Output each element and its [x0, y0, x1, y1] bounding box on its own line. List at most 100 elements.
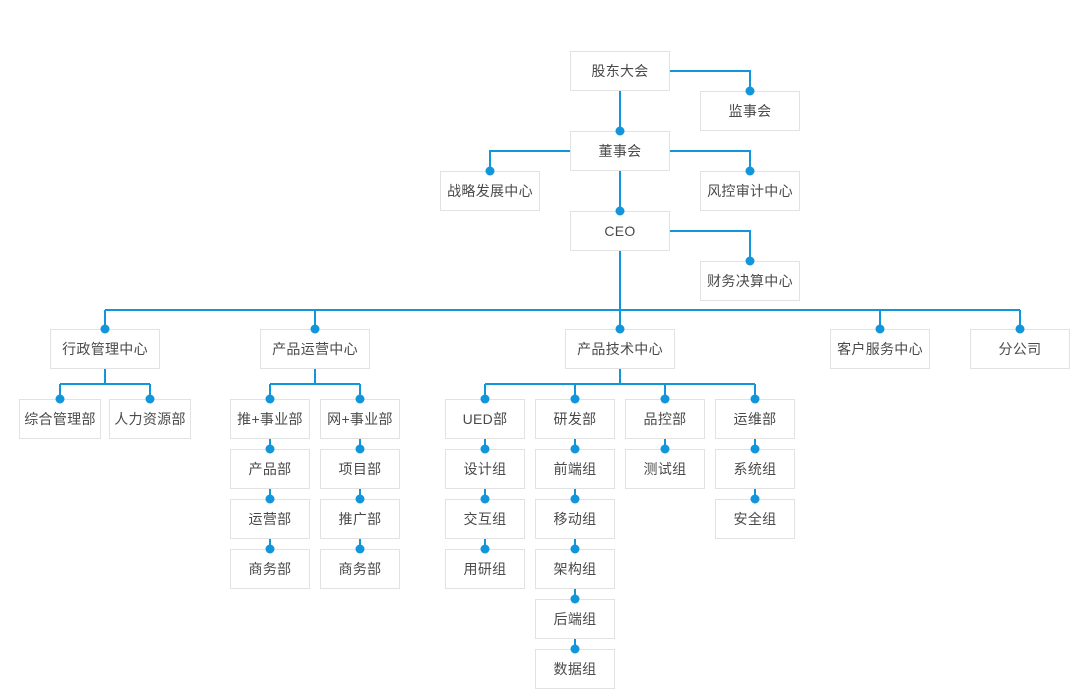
connector-dot-branch — [1015, 324, 1025, 334]
connector-dot-qa — [660, 394, 670, 404]
connector-dot-business-right — [355, 544, 365, 554]
node-label: 风控审计中心 — [707, 183, 793, 199]
node-tui-plus-division[interactable]: 推+事业部 — [230, 399, 310, 439]
node-business-dept-left[interactable]: 商务部 — [230, 549, 310, 589]
node-qa-dept[interactable]: 品控部 — [625, 399, 705, 439]
node-label: 分公司 — [998, 341, 1042, 357]
node-label: 推广部 — [338, 511, 382, 527]
connector-dot-system — [750, 444, 760, 454]
connector-dot-design — [480, 444, 490, 454]
connector-dot-data — [570, 644, 580, 654]
edge-board-to-strategy — [489, 150, 570, 171]
edge-board-to-risk-audit — [670, 150, 751, 171]
node-board-of-directors[interactable]: 董事会 — [570, 131, 670, 171]
node-test-group[interactable]: 测试组 — [625, 449, 705, 489]
connector-dot-promotion-dept — [355, 494, 365, 504]
node-mobile-group[interactable]: 移动组 — [535, 499, 615, 539]
node-label: 行政管理中心 — [62, 341, 148, 357]
node-customer-service-center[interactable]: 客户服务中心 — [830, 329, 930, 369]
node-ceo[interactable]: CEO — [570, 211, 670, 251]
node-label: 产品部 — [248, 461, 292, 477]
connector-dot-frontend — [570, 444, 580, 454]
node-interaction-group[interactable]: 交互组 — [445, 499, 525, 539]
node-shareholders-meeting[interactable]: 股东大会 — [570, 51, 670, 91]
connector-dot-ued — [480, 394, 490, 404]
node-label: 综合管理部 — [24, 411, 96, 427]
node-general-management-dept[interactable]: 综合管理部 — [19, 399, 101, 439]
node-wang-plus-division[interactable]: 网+事业部 — [320, 399, 400, 439]
connector-dot-project-dept — [355, 444, 365, 454]
node-label: 客户服务中心 — [837, 341, 923, 357]
node-project-dept[interactable]: 项目部 — [320, 449, 400, 489]
node-system-group[interactable]: 系统组 — [715, 449, 795, 489]
connector-dot-ops — [750, 394, 760, 404]
node-admin-management-center[interactable]: 行政管理中心 — [50, 329, 160, 369]
node-label: 商务部 — [338, 561, 382, 577]
connector-dot-product-ops — [310, 324, 320, 334]
connector-dot-admin — [100, 324, 110, 334]
node-label: 运维部 — [733, 411, 777, 427]
node-operations-dept[interactable]: 运营部 — [230, 499, 310, 539]
node-risk-audit-center[interactable]: 风控审计中心 — [700, 171, 800, 211]
node-product-technology-center[interactable]: 产品技术中心 — [565, 329, 675, 369]
connector-dot-rd — [570, 394, 580, 404]
node-security-group[interactable]: 安全组 — [715, 499, 795, 539]
node-product-operations-center[interactable]: 产品运营中心 — [260, 329, 370, 369]
node-user-research-group[interactable]: 用研组 — [445, 549, 525, 589]
node-label: 商务部 — [248, 561, 292, 577]
node-backend-group[interactable]: 后端组 — [535, 599, 615, 639]
node-supervisory-board[interactable]: 监事会 — [700, 91, 800, 131]
node-label: 董事会 — [598, 143, 642, 159]
node-promotion-dept[interactable]: 推广部 — [320, 499, 400, 539]
connector-dot-ceo — [615, 206, 625, 216]
connector-dot-finance — [745, 256, 755, 266]
node-label: 财务决算中心 — [707, 273, 793, 289]
node-label: 产品技术中心 — [577, 341, 663, 357]
node-label: 运营部 — [248, 511, 292, 527]
node-label: 交互组 — [463, 511, 507, 527]
connector-dot-tui — [265, 394, 275, 404]
node-label: 测试组 — [643, 461, 687, 477]
connector-dot-supervisory — [745, 86, 755, 96]
node-ops-dept[interactable]: 运维部 — [715, 399, 795, 439]
connector-dot-hr — [145, 394, 155, 404]
node-branch-company[interactable]: 分公司 — [970, 329, 1070, 369]
node-rd-dept[interactable]: 研发部 — [535, 399, 615, 439]
node-business-dept-right[interactable]: 商务部 — [320, 549, 400, 589]
connector-dot-business-left — [265, 544, 275, 554]
connector-dot-board — [615, 126, 625, 136]
node-label: 品控部 — [643, 411, 687, 427]
node-human-resources-dept[interactable]: 人力资源部 — [109, 399, 191, 439]
connector-dot-wang — [355, 394, 365, 404]
connector-dot-operations-dept — [265, 494, 275, 504]
node-label: 安全组 — [733, 511, 777, 527]
node-product-dept[interactable]: 产品部 — [230, 449, 310, 489]
node-label: 移动组 — [553, 511, 597, 527]
node-label: 前端组 — [553, 461, 597, 477]
connector-dot-product-tech — [615, 324, 625, 334]
node-label: 用研组 — [463, 561, 507, 577]
node-label: 项目部 — [338, 461, 382, 477]
node-finance-settlement-center[interactable]: 财务决算中心 — [700, 261, 800, 301]
node-label: 监事会 — [728, 103, 772, 119]
node-frontend-group[interactable]: 前端组 — [535, 449, 615, 489]
connector-dot-risk-audit — [745, 166, 755, 176]
node-strategy-development-center[interactable]: 战略发展中心 — [440, 171, 540, 211]
node-architecture-group[interactable]: 架构组 — [535, 549, 615, 589]
node-ued-dept[interactable]: UED部 — [445, 399, 525, 439]
connector-dot-backend — [570, 594, 580, 604]
connector-dot-customer-service — [875, 324, 885, 334]
node-label: UED部 — [462, 411, 508, 427]
connector-dot-mobile — [570, 494, 580, 504]
node-label: 战略发展中心 — [447, 183, 533, 199]
node-design-group[interactable]: 设计组 — [445, 449, 525, 489]
connector-dot-user-research — [480, 544, 490, 554]
connector-dot-architecture — [570, 544, 580, 554]
node-label: 产品运营中心 — [272, 341, 358, 357]
node-label: 设计组 — [463, 461, 507, 477]
node-label: 网+事业部 — [327, 411, 393, 427]
node-label: 数据组 — [553, 661, 597, 677]
node-label: 推+事业部 — [237, 411, 303, 427]
node-data-group[interactable]: 数据组 — [535, 649, 615, 689]
